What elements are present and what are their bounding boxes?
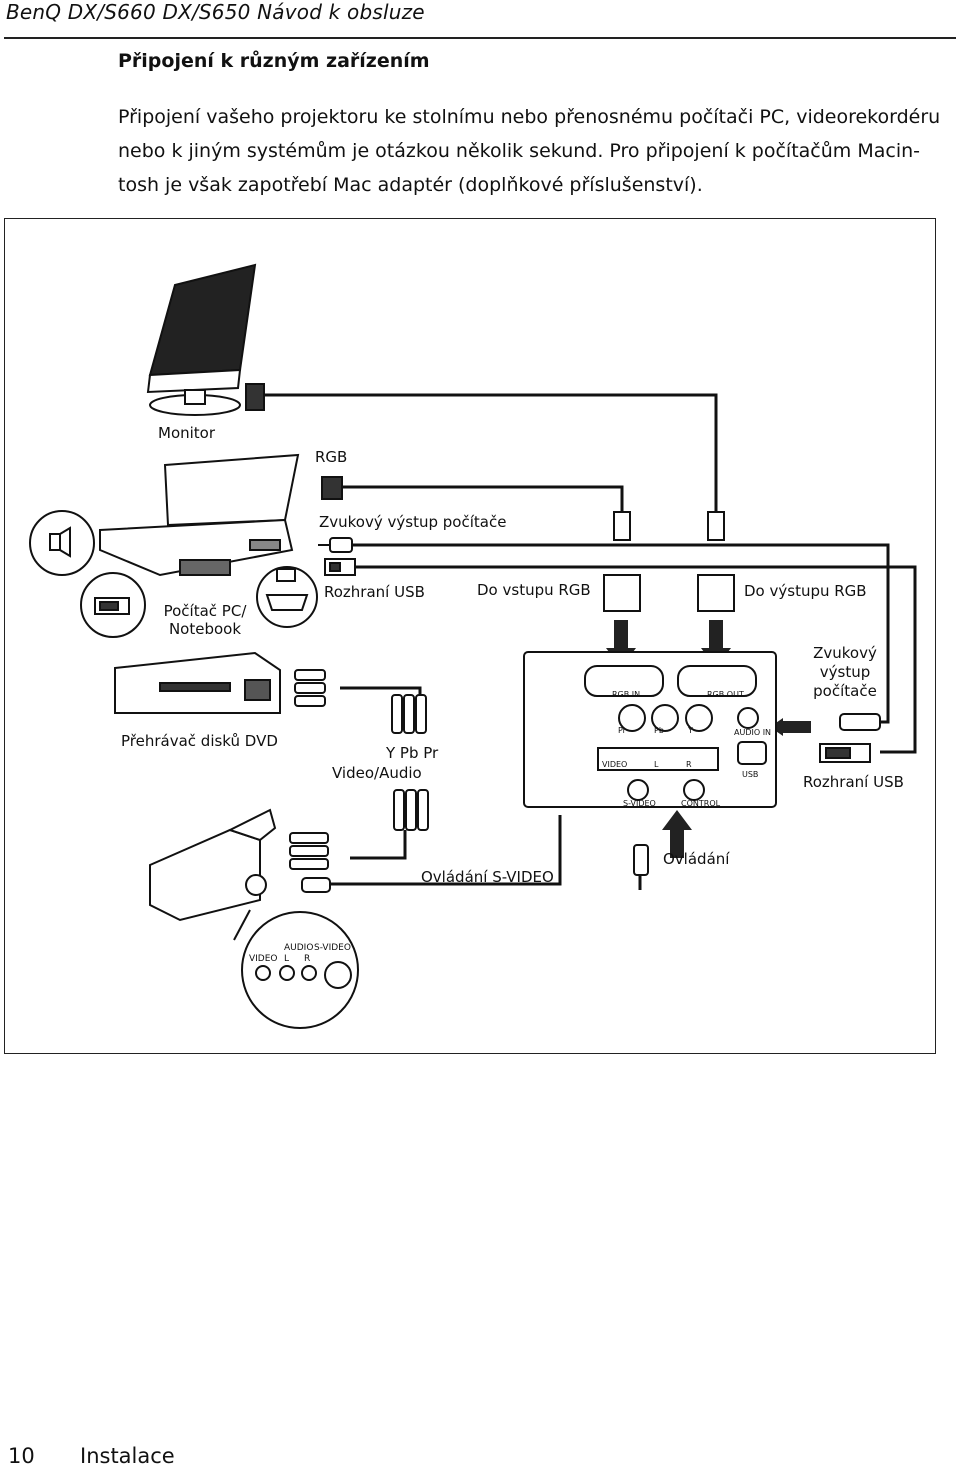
panel-rgb-out: RGB OUT	[707, 690, 744, 699]
label-rgb-in: Do vstupu RGB	[477, 581, 591, 599]
label-monitor: Monitor	[158, 424, 216, 442]
video-cable-bottom	[350, 830, 407, 860]
svideo-plug	[301, 877, 331, 893]
vga-connector-rgb-out	[697, 511, 735, 612]
projector-panel	[523, 651, 777, 808]
label-video-audio: Video/Audio	[332, 764, 422, 782]
label-rgb-out: Do výstupu RGB	[744, 582, 867, 600]
label-usb-interface: Rozhraní USB	[324, 583, 425, 601]
label-control: Ovládání	[663, 850, 730, 868]
label-audio-out-line: Zvukový	[813, 644, 877, 662]
label-audio-out-line: výstup	[819, 663, 871, 681]
svideo-cable	[330, 815, 562, 886]
panel-r: R	[686, 760, 692, 769]
intro-paragraph: Připojení vašeho projektoru ke stolnímu …	[118, 100, 941, 202]
usb-plug-top	[324, 558, 356, 576]
panel-rgb-in: RGB IN	[612, 690, 641, 699]
label-pc-audio-out-right: Zvukový výstup počítače	[805, 644, 885, 701]
usb-icon-circle	[80, 572, 146, 638]
camcorder-audio: AUDIO	[284, 943, 314, 953]
vga-connector-rgb-in	[603, 511, 641, 612]
label-rgb: RGB	[315, 448, 348, 466]
panel-pr: Pr	[618, 726, 626, 735]
rca-plugs-dvd	[294, 669, 326, 707]
camcorder-jack-panel	[233, 909, 359, 1029]
camcorder-r: R	[304, 954, 311, 964]
dvd-player-illustration	[114, 651, 281, 714]
camcorder-s-video: S-VIDEO	[314, 943, 351, 953]
speaker-icon-circle	[29, 510, 95, 576]
usb-cable	[355, 565, 917, 754]
label-ypbpr: Y Pb Pr	[386, 744, 439, 762]
intro-line: Připojení vašeho projektoru ke stolnímu …	[118, 106, 941, 128]
camcorder-illustration	[149, 808, 277, 922]
panel-y: Y	[688, 726, 693, 735]
label-dvd-player: Přehrávač disků DVD	[121, 732, 278, 750]
monitor-illustration	[146, 263, 257, 416]
label-pc-audio-out: Zvukový výstup počítače	[319, 513, 507, 531]
page-number: 10	[8, 1444, 35, 1468]
label-svideo-control: Ovládání S-VIDEO	[421, 868, 554, 886]
camcorder-rca-plugs	[289, 832, 329, 870]
label-usb-interface-right: Rozhraní USB	[803, 773, 904, 791]
label-audio-out-line: počítače	[813, 682, 877, 700]
panel-pb: Pb	[654, 726, 664, 735]
vga-connector-monitor	[245, 383, 265, 411]
label-pc-notebook-line: Notebook	[168, 620, 242, 638]
label-pc-notebook: Počítač PC/ Notebook	[160, 602, 250, 638]
panel-audio-in: AUDIO IN	[734, 728, 772, 737]
running-header: BenQ DX/S660 DX/S650 Návod k obsluze	[6, 0, 425, 24]
audio-jack-plug	[318, 537, 353, 553]
notebook-illustration	[99, 453, 300, 577]
audio-plug-right	[839, 713, 881, 731]
panel-control: CONTROL	[681, 799, 721, 808]
connection-diagram-frame	[4, 218, 936, 1054]
component-rca-plugs	[391, 694, 427, 734]
section-title: Připojení k různým zařízením	[118, 50, 430, 72]
header-rule	[4, 37, 956, 39]
vga-connector-notebook	[321, 476, 343, 500]
label-pc-notebook-line: Počítač PC/	[163, 602, 247, 620]
control-plug	[633, 844, 649, 876]
footer-section: Instalace	[80, 1444, 175, 1468]
camcorder-l: L	[284, 954, 290, 964]
intro-line: tosh je však zapotřebí Mac adaptér (dopl…	[118, 174, 703, 196]
panel-video: VIDEO	[602, 760, 628, 769]
vga-icon-circle	[256, 566, 318, 628]
panel-usb: USB	[742, 770, 759, 779]
intro-line: nebo k jiným systémům je otázkou několik…	[118, 140, 920, 162]
component-cable-top	[340, 686, 422, 695]
video-audio-rca-plugs	[393, 789, 429, 831]
panel-l: L	[654, 760, 659, 769]
monitor-cable	[265, 393, 718, 540]
panel-s-video: S-VIDEO	[623, 799, 656, 808]
audio-cable	[350, 543, 890, 724]
usb-plug-right	[819, 743, 871, 763]
camcorder-video: VIDEO	[249, 954, 278, 964]
